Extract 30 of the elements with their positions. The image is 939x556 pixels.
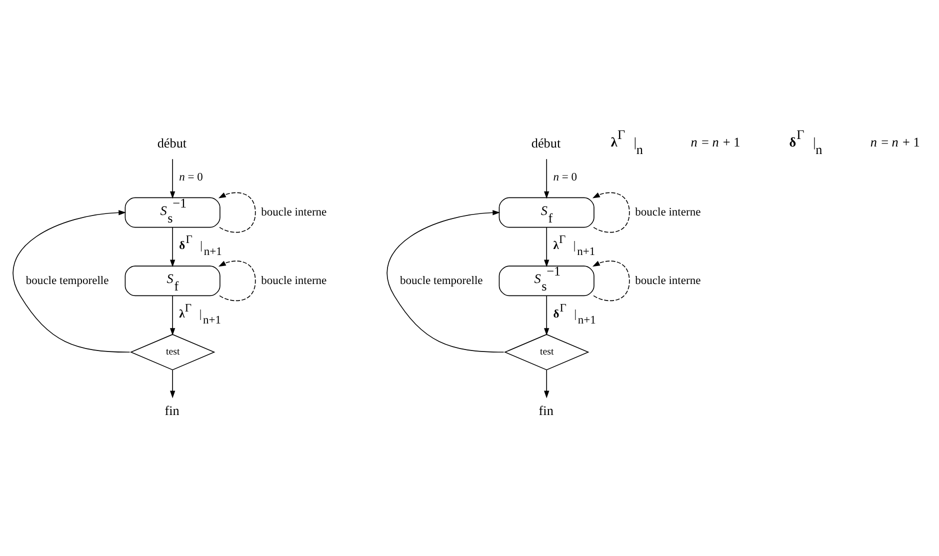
node-text: fin [164, 403, 180, 418]
edge-label: boucle temporelle [26, 274, 109, 287]
edge-label: n = 0 [553, 172, 577, 184]
arrow [12, 210, 130, 353]
arrow [544, 227, 550, 268]
arrow [544, 370, 550, 398]
arrow [592, 192, 630, 233]
label: n = n + 1 [870, 134, 920, 150]
arrow [218, 260, 256, 302]
edge-label: boucle interne [261, 274, 327, 287]
arrow [386, 210, 504, 353]
node-text: début [531, 135, 561, 150]
edge-label: boucle temporelle [400, 274, 483, 287]
arrow [170, 370, 176, 398]
node-diamond: test [504, 334, 590, 370]
edge-label: n = 0 [179, 172, 203, 184]
arrow [218, 192, 256, 233]
arrow [544, 158, 550, 199]
edge-label: boucle interne [635, 206, 701, 219]
arrow [170, 295, 176, 336]
arrow [170, 227, 176, 268]
arrow [544, 295, 550, 336]
edge-label: boucle interne [261, 206, 327, 219]
node-text: fin [538, 403, 554, 418]
node-text: début [157, 135, 187, 150]
arrow [170, 158, 176, 199]
edge-label: boucle interne [635, 274, 701, 287]
label: n = n + 1 [690, 134, 740, 150]
arrow [592, 260, 630, 302]
node-diamond: test [130, 334, 216, 370]
